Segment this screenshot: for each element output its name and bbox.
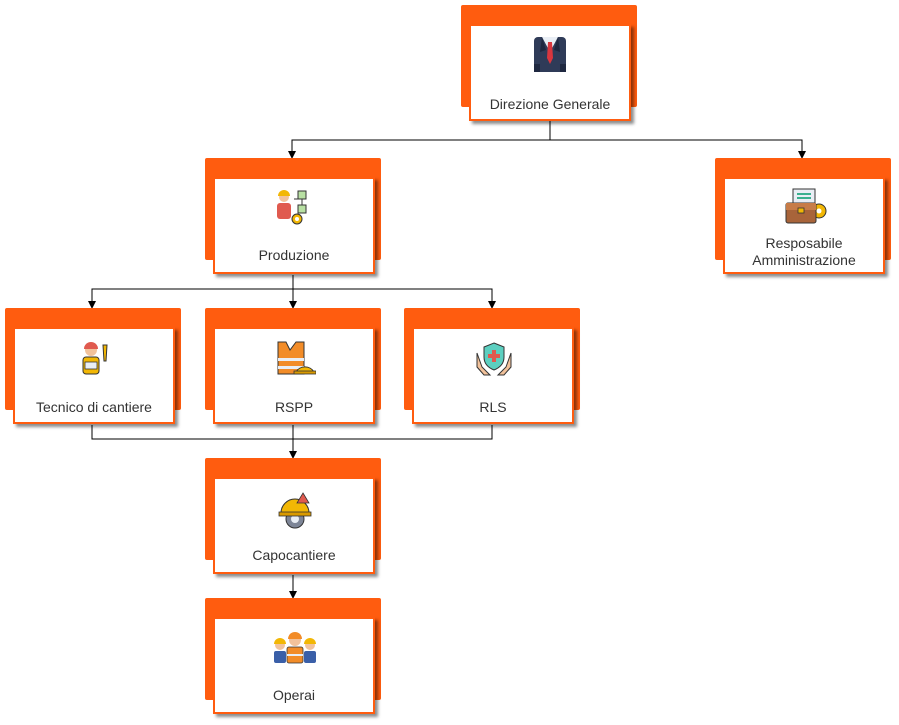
edge-produzione-tecnico [88,288,293,309]
node-label: Direzione Generale [489,96,611,112]
briefcase-documents-gear-icon [785,188,827,224]
worker-with-tool-icon [82,342,108,375]
node-label: RLS [479,399,507,415]
engineer-workflow-icon [277,190,307,225]
edge-tecnico-capocantiere [91,425,293,440]
node-label: Capocantiere [252,547,336,563]
node-label: Tecnico di cantiere [36,399,152,415]
edge-direzione-amministrazione [550,139,806,159]
node-label: Produzione [258,247,330,263]
node-label: Operai [272,687,316,703]
edge-rls-capocantiere [293,425,493,440]
edge-produzione-rls [293,288,496,309]
business-suit-icon [534,37,566,72]
hands-shield-cross-icon [476,342,512,376]
hard-hat-gear-icon [278,492,312,529]
workers-group-icon [274,632,316,664]
edge-direzione-produzione [288,121,551,159]
node-label: RSPP [274,399,314,415]
node-label: Resposabile Amministrazione [752,235,856,268]
safety-vest-helmet-icon [277,341,316,375]
